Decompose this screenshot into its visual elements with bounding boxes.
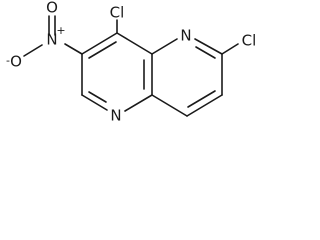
bond-c8-c8a (151, 94, 188, 117)
substituent-bonds (23, 15, 239, 57)
atom-o-left: O (10, 53, 22, 71)
atom-cl-top: Cl (110, 4, 125, 22)
atom-cl-right: Cl (242, 32, 257, 50)
bond-c6-cl (221, 43, 239, 55)
chemical-structure: Cl Cl N N N + O - O (6, 0, 256, 125)
atom-labels: Cl Cl N N N + O - O (6, 0, 256, 125)
atom-n1: N (110, 107, 121, 125)
bond-c4-c4a (116, 32, 153, 55)
bond-n-o-left (23, 44, 43, 57)
bond-n1-c2 (81, 94, 108, 111)
bond-c7-c8 (186, 94, 223, 117)
bond-c7-c8-inner (187, 90, 216, 108)
bond-c3-c4 (81, 32, 118, 55)
atom-o-top: O (46, 0, 58, 17)
bond-c3-n-nitro (64, 43, 83, 55)
bond-n1-c2-inner (88, 91, 107, 103)
atom-n5: N (180, 27, 191, 45)
o-negative-charge: - (6, 54, 10, 67)
bond-c4a-n5 (151, 38, 178, 55)
ring-bonds (81, 32, 223, 117)
atom-n-nitro: N (46, 31, 57, 49)
bond-c3-c4-inner (88, 41, 117, 59)
bond-n5-c6-inner (195, 46, 216, 59)
bond-n5-c6 (194, 38, 223, 55)
bond-c8a-n1 (124, 94, 153, 112)
n-positive-charge: + (56, 24, 65, 37)
